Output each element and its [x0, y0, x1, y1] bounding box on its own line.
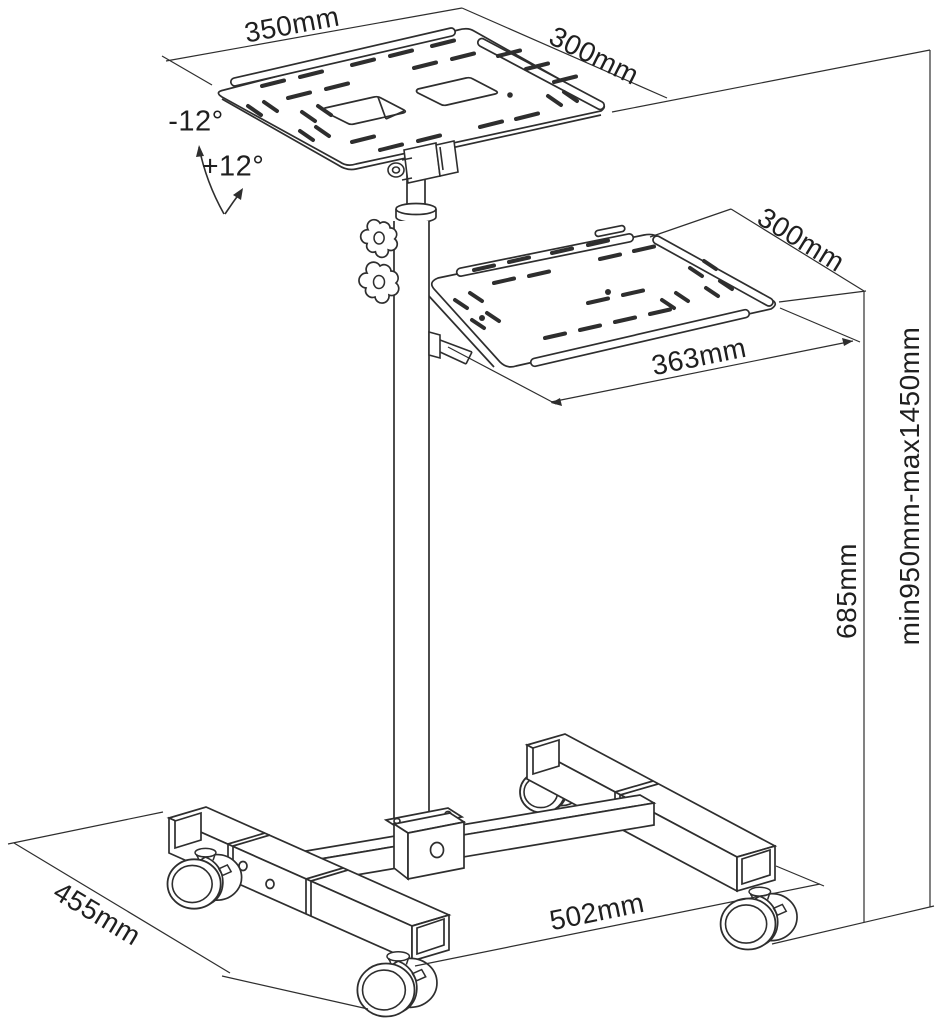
dim-ext-shelf-width-right — [779, 307, 861, 343]
dim-ext-shelf-depth — [649, 208, 732, 238]
dim-line-top-depth — [461, 7, 668, 99]
tilt-bracket — [387, 140, 459, 184]
height-adjust-knob-lower — [358, 261, 400, 304]
shelf-slots — [453, 238, 734, 340]
tilt-range-arrows — [196, 145, 243, 215]
dim-label-height-range: min950mm-max1450mm — [894, 326, 925, 646]
dim-ext-shelf-to-column-height — [778, 290, 867, 303]
dim-line-base-depth — [13, 842, 231, 974]
dim-line-shelf-width — [550, 340, 854, 403]
dim-ext-base-depth-bottom — [221, 975, 369, 1010]
tilt-down-label: -12° — [168, 105, 224, 138]
dim-line-shelf-depth — [730, 208, 865, 292]
dim-ext-base-width-right — [775, 865, 825, 887]
tilt-up-label: +12° — [201, 150, 265, 183]
column — [393, 166, 437, 822]
dim-ext-base-depth-top — [7, 811, 164, 845]
dim-line-top-width — [165, 7, 463, 62]
ground-projection-line — [771, 905, 935, 945]
dim-ext-platform-to-height — [611, 49, 931, 113]
base-leg-left — [166, 806, 452, 963]
caster-front-left — [356, 950, 438, 1018]
column-base-block — [383, 807, 467, 881]
dim-ext-top-left — [161, 55, 213, 86]
dim-line-base-width — [414, 883, 821, 967]
dimension-lines — [7, 7, 935, 1010]
top-platform — [217, 27, 606, 171]
dim-label-column-height: 685mm — [831, 543, 862, 639]
base-crossbar — [297, 794, 657, 884]
dim-ext-shelf-width-left — [447, 346, 557, 405]
height-adjust-knob-upper — [359, 218, 399, 259]
platform-slots — [246, 38, 579, 152]
